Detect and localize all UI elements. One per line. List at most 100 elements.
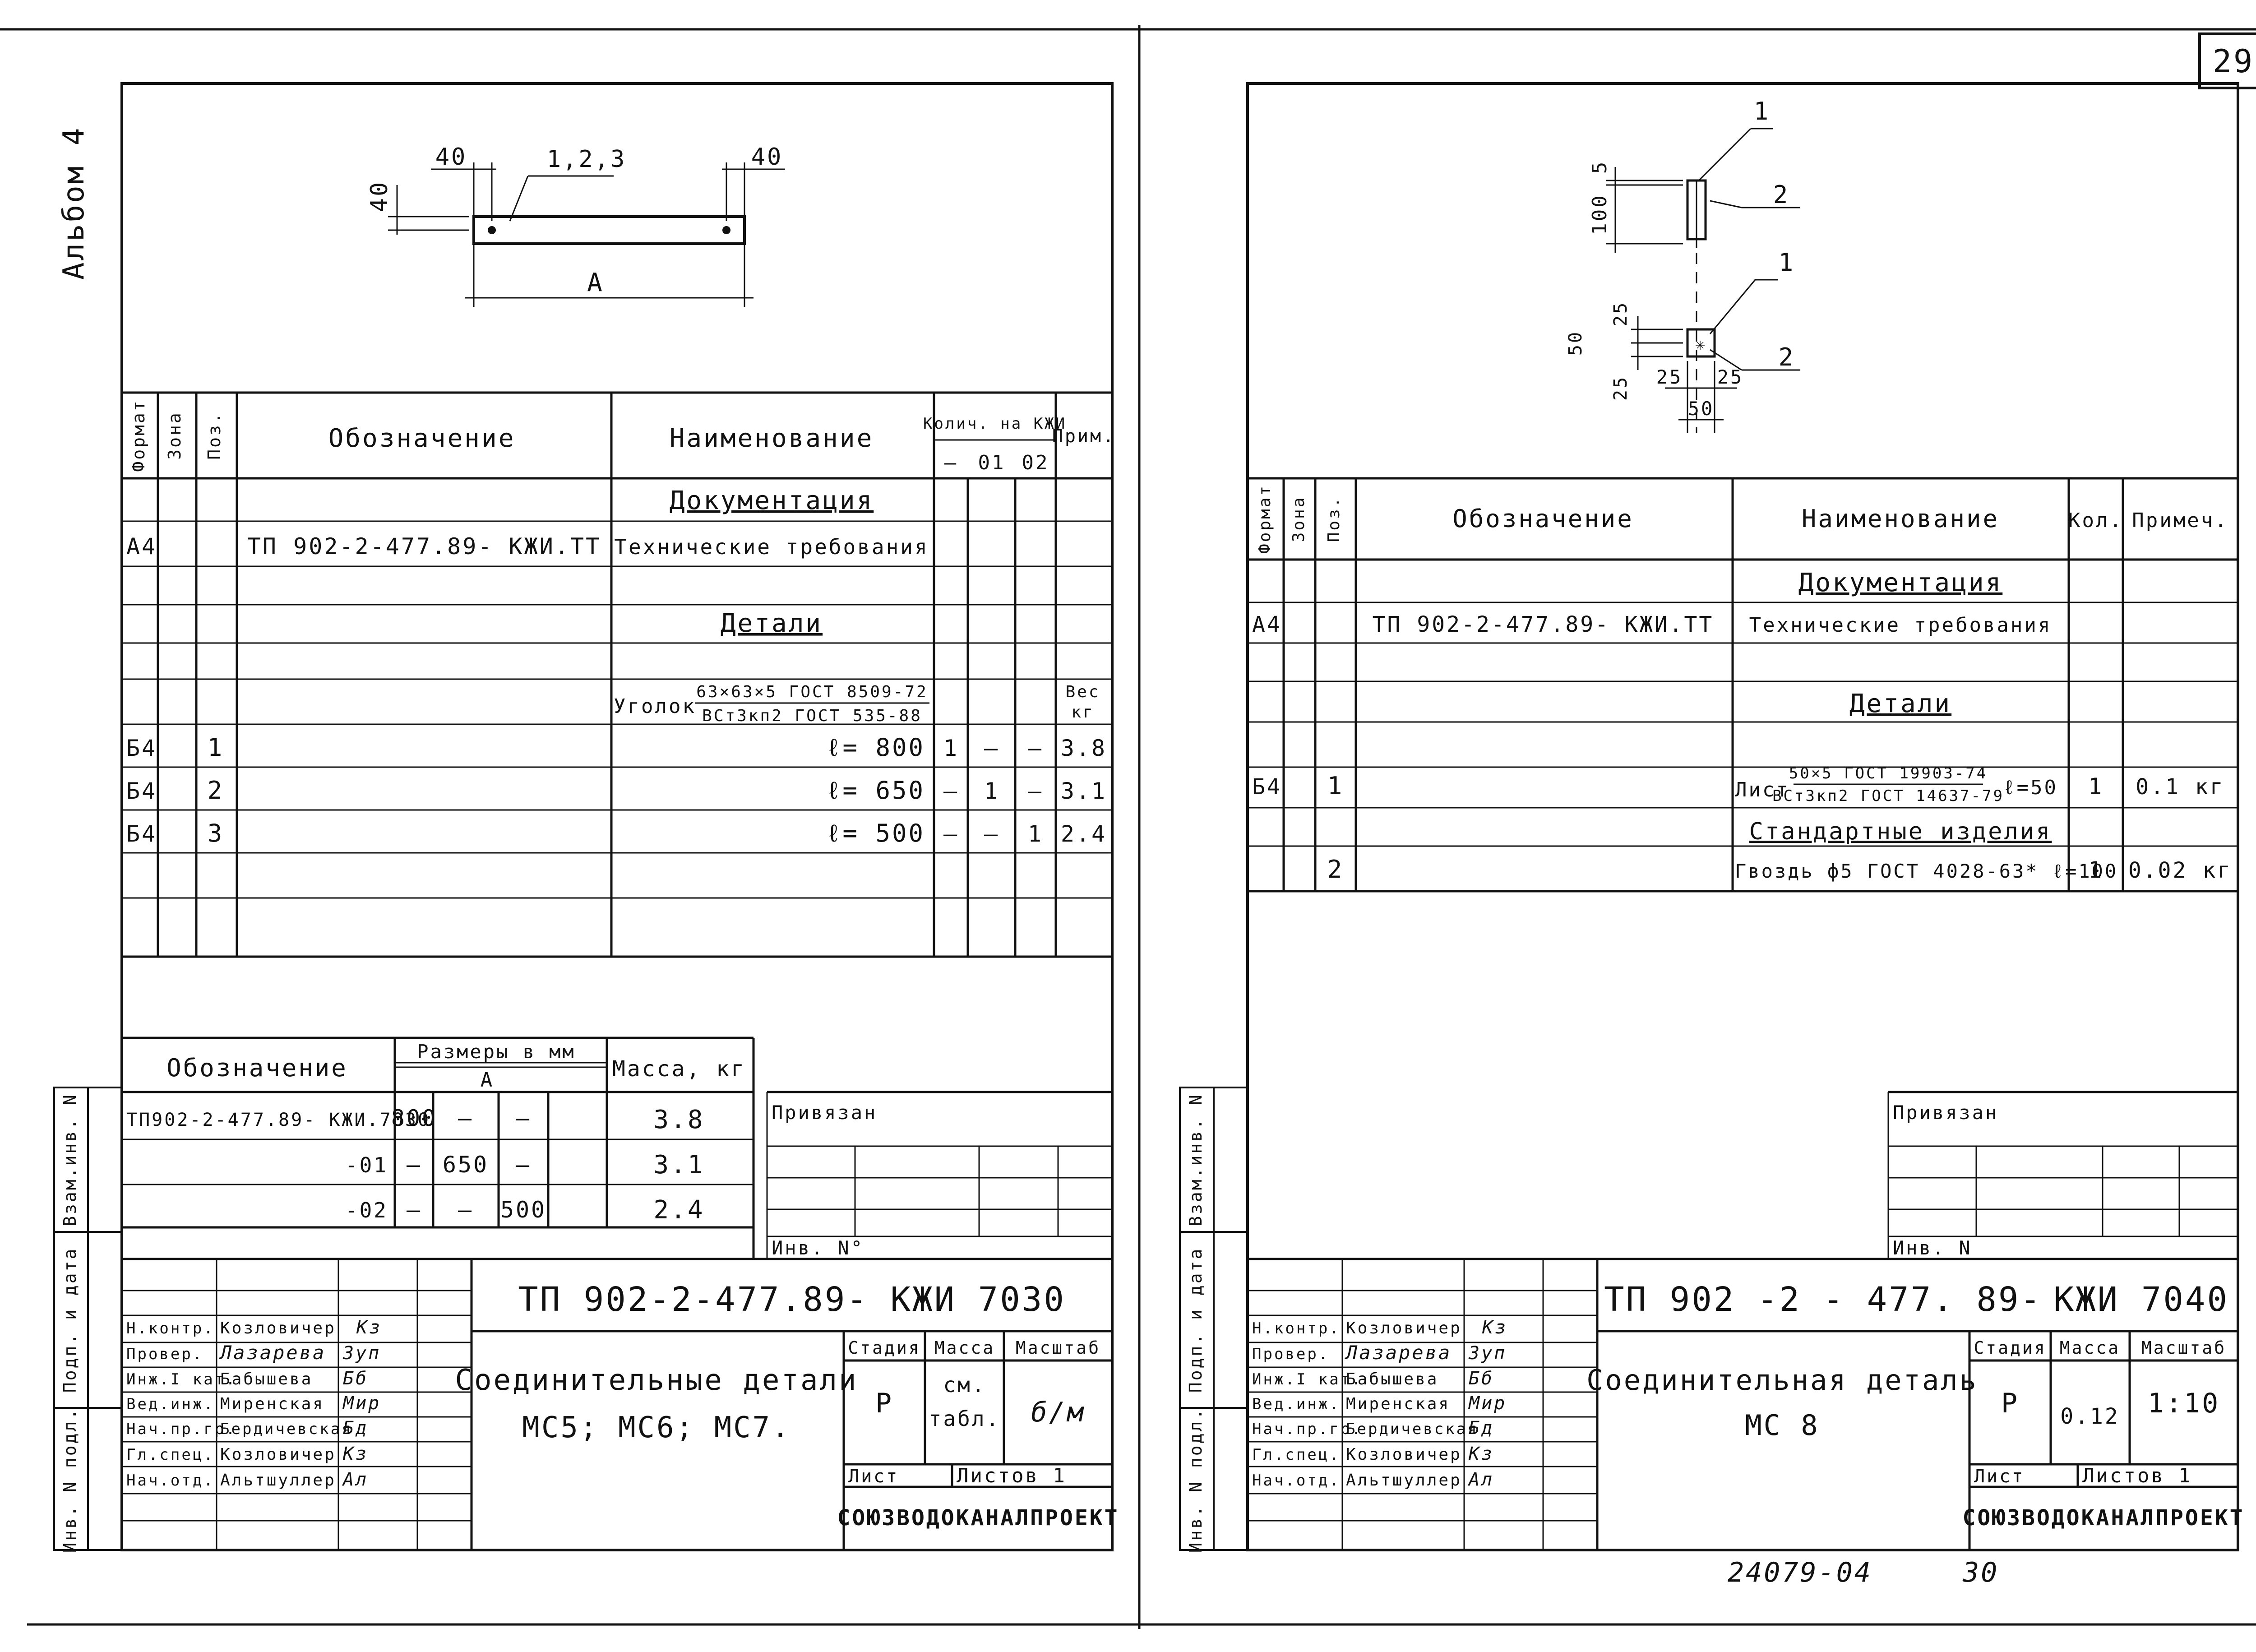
item-name: Гвоздь ф5 ГОСТ 4028-63* ℓ=100: [1735, 860, 2118, 882]
doc-row-designation: ТП 902-2-477.89- КЖИ.ТТ: [1373, 612, 1714, 637]
col-pos: Поз.: [1325, 496, 1343, 542]
right-sheet: ✳ 1 2 1 2 5 100 25: [1179, 82, 2243, 1588]
dim-length-a: А: [587, 268, 604, 297]
col-note: Примеч.: [2132, 509, 2228, 532]
dim-height-40: 40: [366, 180, 393, 213]
role-title: Нач.отд.: [1252, 1472, 1341, 1490]
item-length: ℓ= 650: [826, 776, 925, 805]
roles-list: Н.контр. Козловичер Кз Провер. Лазарева …: [1252, 1317, 1507, 1490]
role-title: Инж.I кат.: [126, 1370, 237, 1388]
variant-c2: —: [458, 1197, 473, 1223]
role-title: Н.контр.: [1252, 1319, 1341, 1337]
document-code: ТП 902 -2 - 477. 89-: [1604, 1280, 2042, 1319]
item-row-2: 2 Гвоздь ф5 ГОСТ 4028-63* ℓ=100 1 0.02 к…: [1327, 855, 2232, 884]
role-title: Вед.инж.: [1252, 1395, 1341, 1413]
variant-c1: —: [407, 1152, 422, 1178]
section-details: Детали: [1849, 689, 1951, 718]
role-signature: Бд: [1469, 1418, 1494, 1439]
variant-c3: 500: [500, 1197, 546, 1223]
role-signature: Бд: [343, 1418, 368, 1439]
right-spec-table: Формат Зона Поз. Обозначение Наименовани…: [1248, 477, 2238, 893]
item-pos: 3: [208, 819, 224, 847]
page-number-box: 29: [2198, 32, 2256, 89]
pos-2-bottom: 2: [1779, 343, 1795, 371]
role-signature: Мир: [1468, 1393, 1507, 1414]
item-qty: 1: [2088, 773, 2103, 800]
mass-value-2: табл.: [929, 1407, 1000, 1431]
mass-header: Масса: [2060, 1338, 2120, 1358]
scale-header: Масштаб: [2141, 1338, 2226, 1358]
item-row-1: Б4 1 Лист 50×5 ГОСТ 19903-74 ВСт3кп2 ГОС…: [1252, 764, 2223, 805]
scale-value: б/м: [1031, 1397, 1085, 1428]
organization: СОЮЗВОДОКАНАЛПРОЕКТ: [837, 1505, 1119, 1531]
role-name: Альтшуллер: [220, 1471, 336, 1490]
item-note: 0.02 кг: [2128, 858, 2232, 883]
role-signature: Мир: [342, 1393, 381, 1414]
role-title: Гл.спец.: [126, 1446, 215, 1464]
role-name: Бердичевская: [1346, 1420, 1479, 1438]
left-spec-table: Формат Зона Поз. Обозначение Наименовани…: [122, 391, 1114, 958]
variants-col-designation: Обозначение: [166, 1054, 348, 1082]
sheet-label: Лист: [1974, 1466, 2025, 1487]
item-qty-0: —: [943, 778, 959, 804]
mass-value: 0.12: [2060, 1404, 2120, 1429]
pos-1-bottom: 1: [1779, 248, 1795, 277]
variant-c3: —: [516, 1152, 531, 1178]
item-qty-0: —: [943, 821, 959, 847]
col-qty-0: —: [944, 451, 958, 474]
role-name: Миренская: [220, 1395, 324, 1413]
stage-header: Стадия: [848, 1338, 920, 1358]
dim-25-b: 25: [1610, 375, 1631, 401]
item-pos: 1: [1327, 772, 1344, 800]
privyazan-label: Привязан: [1893, 1101, 1998, 1124]
col-qty: Кол.: [2068, 509, 2123, 532]
section-standard-items: Стандартные изделия: [1749, 818, 2052, 845]
role-signature: Зуп: [342, 1343, 381, 1364]
dim-right-40: 40: [751, 143, 783, 171]
role-title: Нач.пр.гр.: [1252, 1420, 1363, 1438]
privyazan-label: Привязан: [772, 1101, 877, 1124]
col-zone: Зона: [165, 411, 185, 460]
vzam-inv-label: Взам.инв. N: [1186, 1093, 1206, 1226]
left-angle-drawing: 40 40 40 1,2,3 А: [366, 143, 785, 307]
role-title: Провер.: [1252, 1345, 1329, 1363]
left-variants-table: Обозначение Размеры в мм А Масса, кг ТП9…: [122, 1037, 755, 1259]
right-privyazan-block: Привязан Инв. N: [1887, 1091, 2238, 1259]
col-qty-01: 01: [978, 451, 1006, 474]
vzam-inv-label: Взам.инв. N: [60, 1093, 80, 1226]
col-qty: Колич. на КЖИ: [923, 415, 1067, 433]
variant-designation: -02: [345, 1198, 388, 1222]
variant-mass: 3.1: [653, 1150, 704, 1180]
doc-row-format: А4: [1252, 612, 1282, 637]
album-label: Альбом 4: [57, 126, 91, 280]
role-title: Н.контр.: [126, 1319, 215, 1337]
left-sheet: 40 40 40 1,2,3 А: [53, 82, 1119, 1553]
sheets-label: Листов 1: [2082, 1464, 2192, 1487]
stage-value: Р: [2001, 1388, 2019, 1419]
variant-row-1: ТП902-2-477.89- КЖИ.7030 800 — — 3.8: [126, 1105, 703, 1134]
right-title-block: ТП 902 -2 - 477. 89- КЖИ 7040 Соединител…: [1248, 1258, 2243, 1550]
item-qty-02: 1: [1028, 821, 1043, 847]
pos-label-123: 1,2,3: [547, 146, 627, 173]
nail-mark: ✳: [1695, 335, 1707, 354]
item-denominator: ВСт3кп2 ГОСТ 14637-79: [1772, 787, 2004, 805]
doc-row-name: Технические требования: [1749, 614, 2052, 637]
item-qty: 1: [2088, 857, 2103, 883]
material-denominator: ВСт3кп2 ГОСТ 535-88: [702, 707, 922, 725]
right-frame: [1246, 82, 2239, 1551]
left-title-block: ТП 902-2-477.89- КЖИ 7030 Соединительные…: [122, 1258, 1119, 1550]
variant-c1: 800: [391, 1105, 437, 1131]
doc-row-format: А4: [126, 533, 157, 560]
sheets-label: Листов 1: [957, 1464, 1067, 1487]
dim-left-40: 40: [435, 143, 467, 171]
item-weight: 3.8: [1061, 735, 1107, 761]
left-privyazan-block: Привязан Инв. N°: [766, 1091, 1112, 1259]
podp-data-label: Подп. и дата: [1186, 1247, 1206, 1393]
section-documentation: Документация: [670, 486, 874, 515]
item-length: ℓ= 800: [826, 733, 925, 762]
role-title: Гл.спец.: [1252, 1446, 1341, 1464]
role-name: Бабышева: [220, 1370, 313, 1388]
document-code: ТП 902-2-477.89- КЖИ 7030: [518, 1280, 1066, 1319]
item-qty-01: —: [984, 735, 999, 761]
section-details: Детали: [721, 609, 823, 638]
